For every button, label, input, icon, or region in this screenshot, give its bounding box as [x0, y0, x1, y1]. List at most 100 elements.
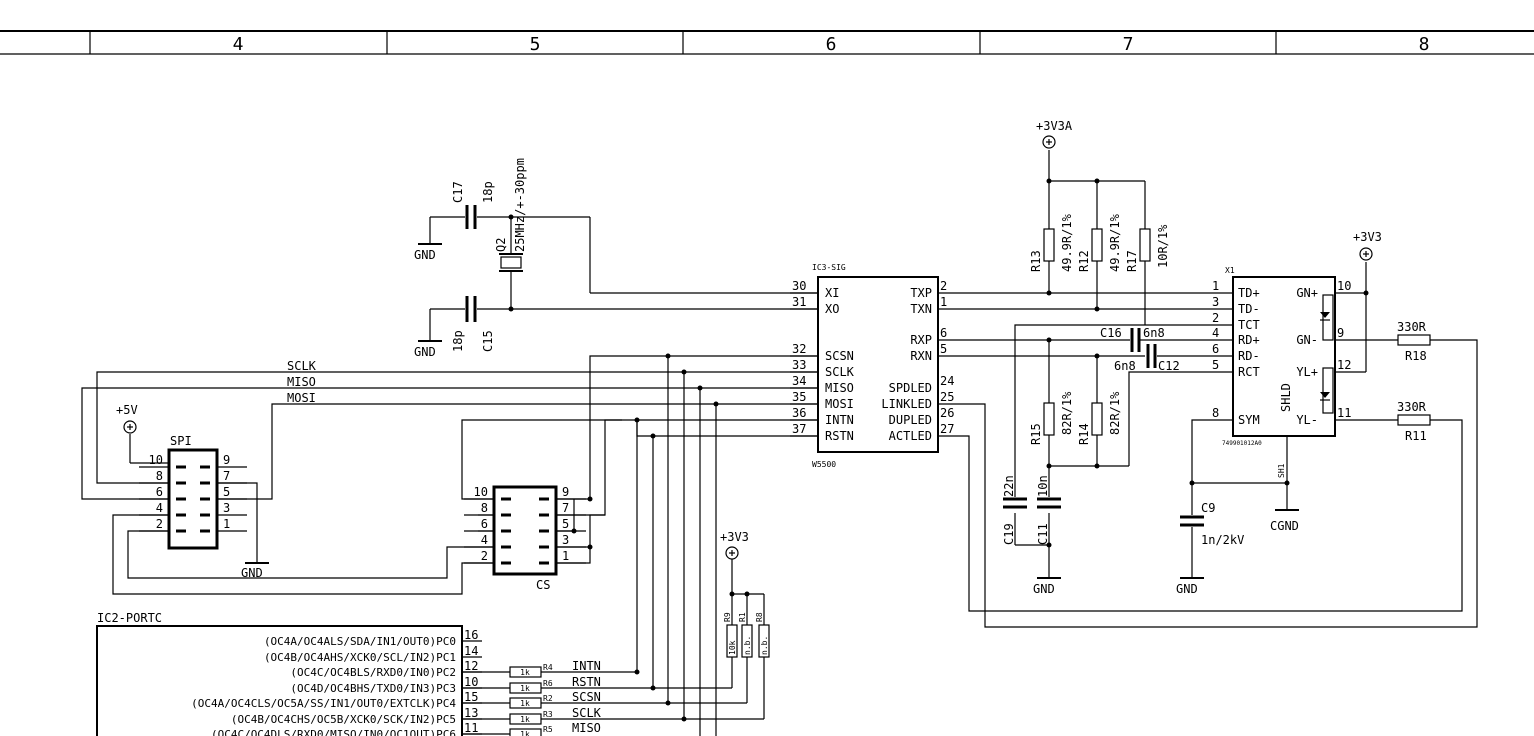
c9-value: 1n/2kV	[1201, 533, 1244, 547]
ic2-pin-num: 11	[464, 721, 478, 735]
frame-col-8: 8	[1419, 34, 1430, 55]
series-resistor-value: 1k	[520, 684, 530, 693]
x1-pin-name: RD+	[1238, 333, 1260, 347]
ic3-pin-name: RXN	[910, 349, 932, 363]
pullup-ref: R9	[723, 612, 732, 622]
x1-pin-num: 10	[1337, 279, 1351, 293]
r13-ref: R13	[1029, 250, 1043, 272]
cgnd-label: CGND	[1270, 519, 1299, 533]
x1-pin-name: RCT	[1238, 365, 1260, 379]
header-pin-num: 5	[562, 517, 569, 531]
ic2-pin-label: (OC4B/OC4CHS/OC5B/XCK0/SCK/IN2)PC5	[231, 713, 456, 726]
r15-value: 82R/1%	[1060, 391, 1074, 435]
series-resistor-value: 1k	[520, 730, 530, 736]
header-pin-num: 7	[223, 469, 230, 483]
ic3-pin-num: 31	[792, 295, 806, 309]
ic2-pin-num: 13	[464, 706, 478, 720]
frame-col-7: 7	[1123, 34, 1134, 55]
r18-ref: R18	[1405, 349, 1427, 363]
x1-pin-num: 9	[1337, 326, 1344, 340]
ic2-pin-label: (OC4C/OC4DLS/RXD0/MISO/IN0/OC1OUT)PC6	[211, 728, 456, 736]
ic3-pin-num: 36	[792, 406, 806, 420]
ic3-pin-name: DUPLED	[889, 413, 932, 427]
x1-shld: SHLD	[1279, 383, 1293, 412]
series-resistor-net: SCSN	[572, 690, 601, 704]
x1-pin-name: GN+	[1296, 286, 1318, 300]
ic2-pin-label: (OC4A/OC4ALS/SDA/IN1/OUT0)PC0	[264, 635, 456, 648]
cs-ref: CS	[536, 578, 550, 592]
r14-value: 82R/1%	[1108, 391, 1122, 435]
power-5v: +5V	[116, 403, 138, 434]
r11-value: 330R	[1397, 400, 1427, 414]
frame-col-5: 5	[530, 34, 541, 55]
header-pin-num: 8	[481, 501, 488, 515]
ic2-portc: IC2-PORTC (OC4A/OC4ALS/SDA/IN1/OUT0)PC0 1…	[96, 611, 482, 736]
cap-c19: C19 22n	[1002, 475, 1027, 545]
ic3-pin-name: SCLK	[825, 365, 855, 379]
x1-pin-name: GN-	[1296, 333, 1318, 347]
res-r14: R14 82R/1%	[1077, 391, 1122, 445]
ic3-pin-name: XO	[825, 302, 839, 316]
series-resistor-value: 1k	[520, 668, 530, 677]
series-resistor-value: 1k	[520, 699, 530, 708]
x1-part: 749901012A0	[1222, 440, 1262, 447]
ic3-pin-num: 6	[940, 326, 947, 340]
gnd-label-3: GND	[241, 566, 263, 580]
ic3-pin-name: SPDLED	[889, 381, 932, 395]
series-resistor-ref: R2	[543, 694, 553, 703]
r17-ref: R17	[1125, 250, 1139, 272]
res-r13: R13 49.9R/1%	[1029, 213, 1074, 272]
pullup-ref: R1	[738, 612, 747, 622]
res-r18: 330R R18	[1397, 320, 1431, 363]
q2-ref: Q2	[494, 238, 508, 252]
header-pin-num: 10	[149, 453, 163, 467]
c17-value: 18p	[481, 181, 495, 203]
c17-ref: C17	[451, 181, 465, 203]
net-miso: MISO	[287, 375, 316, 389]
ic2-pin-num: 14	[464, 644, 478, 658]
res-r15: R15 82R/1%	[1029, 391, 1074, 445]
frame-header: 4 5 6 7 8	[0, 30, 1534, 55]
c15-ref: C15	[481, 330, 495, 352]
res-r12: R12 49.9R/1%	[1077, 213, 1122, 272]
ic3-pin-name: TXN	[910, 302, 932, 316]
net-sclk: SCLK	[287, 359, 317, 373]
c16-value: 6n8	[1143, 326, 1165, 340]
ic2-pin-label: (OC4C/OC4BLS/RXD0/IN0)PC2	[290, 666, 456, 679]
c12-value: 6n8	[1114, 359, 1136, 373]
ic2-ref: IC2-PORTC	[97, 611, 162, 625]
ic3-pin-name: SCSN	[825, 349, 854, 363]
gnd-label-4: GND	[1033, 582, 1055, 596]
r11-ref: R11	[1405, 429, 1427, 443]
res-r11: 330R R11	[1397, 400, 1431, 443]
wiring	[81, 150, 1478, 736]
cap-c17: C17 18p	[451, 181, 495, 229]
ic3-pin-name: RSTN	[825, 429, 854, 443]
r13-value: 49.9R/1%	[1060, 213, 1074, 272]
c9-ref: C9	[1201, 501, 1215, 515]
ic3-pin-num: 35	[792, 390, 806, 404]
r18-value: 330R	[1397, 320, 1427, 334]
x1-pin-name: TD+	[1238, 286, 1260, 300]
series-resistor-net: RSTN	[572, 675, 601, 689]
ic3-pin-num: 27	[940, 422, 954, 436]
c15-value: 18p	[451, 330, 465, 352]
gnd-label-1: GND	[414, 248, 436, 262]
series-resistor-net: MISO	[572, 721, 601, 735]
header-pin-num: 6	[156, 485, 163, 499]
r12-ref: R12	[1077, 250, 1091, 272]
crystal-q2: Q2 25MHz/+-30ppm	[494, 158, 527, 272]
series-resistor-net: INTN	[572, 659, 601, 673]
ic3-pin-name: XI	[825, 286, 839, 300]
ic3-pin-num: 1	[940, 295, 947, 309]
ic2-pin-label: (OC4A/OC4CLS/OC5A/SS/IN1/OUT0/EXTCLK)PC4	[191, 697, 456, 710]
cap-c16: C16 6n8	[1100, 326, 1165, 352]
series-resistor-ref: R5	[543, 725, 553, 734]
ic3-pin-name: LINKLED	[881, 397, 932, 411]
series-resistor-value: 1k	[520, 715, 530, 724]
ic3-pin-name: INTN	[825, 413, 854, 427]
ic3-pin-name: MISO	[825, 381, 854, 395]
